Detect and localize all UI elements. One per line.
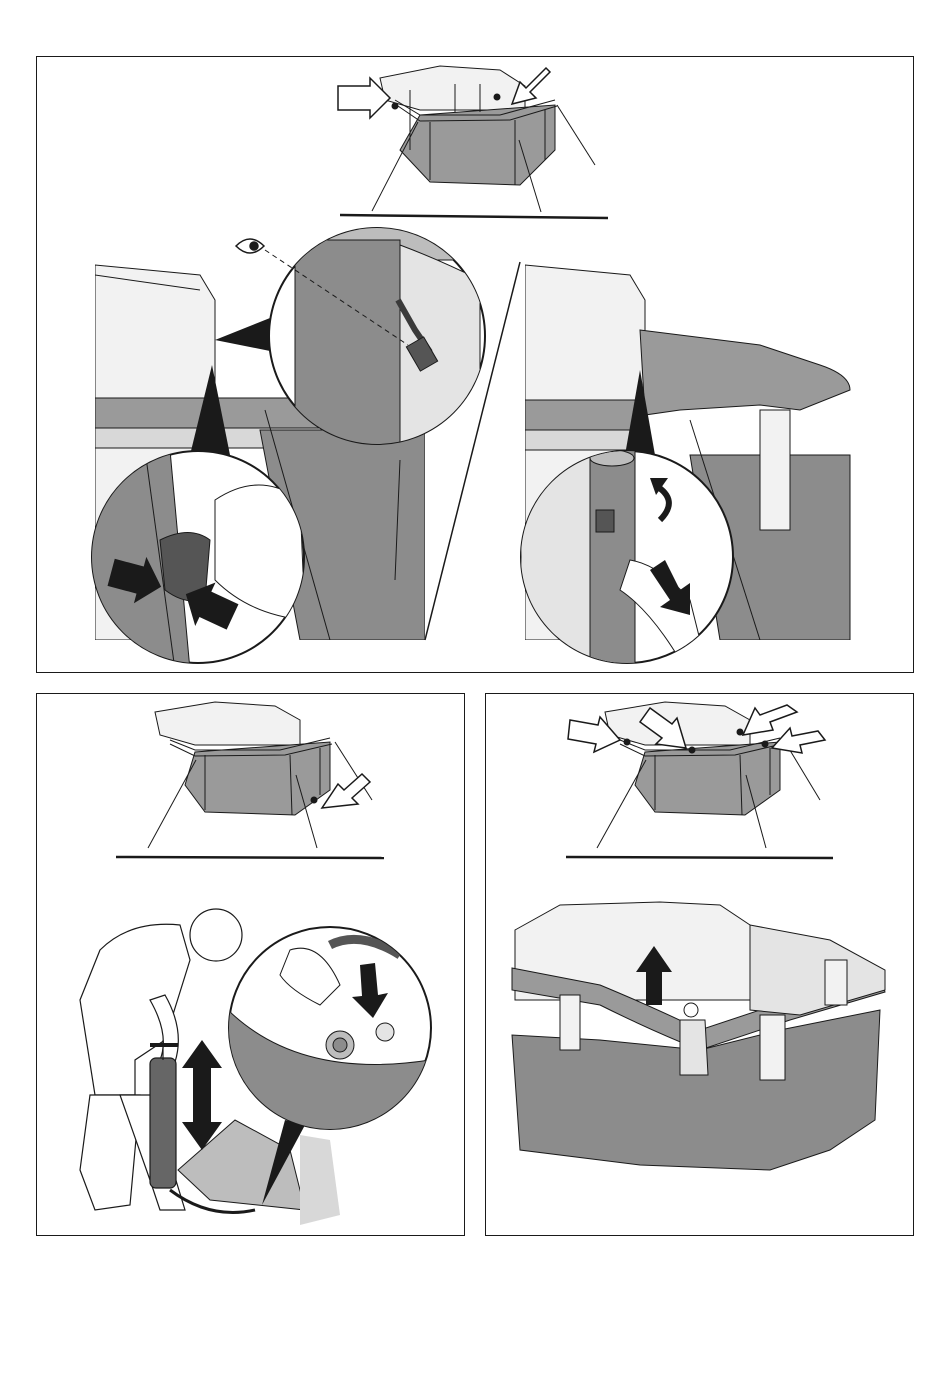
instruction-panel-bottom-left bbox=[36, 693, 465, 1236]
instruction-panel-top-frame bbox=[36, 56, 914, 673]
instruction-panel-bottom-right bbox=[485, 693, 914, 1236]
